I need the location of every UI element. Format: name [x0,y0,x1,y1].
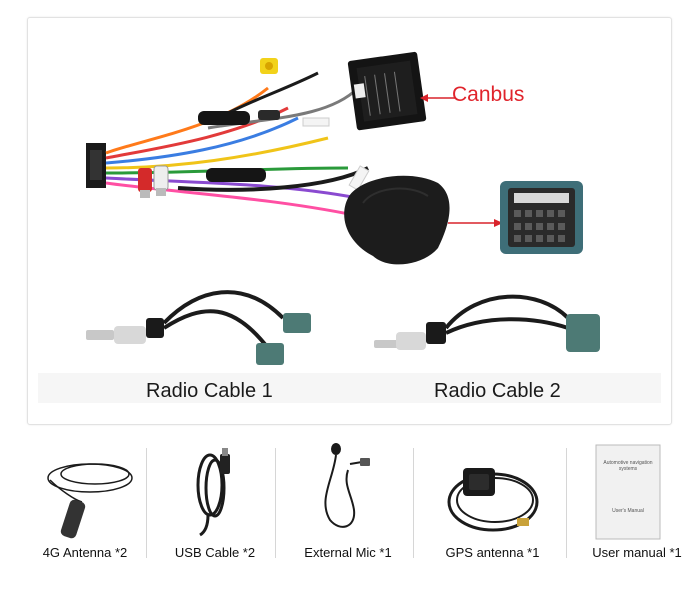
external-mic-icon [324,443,370,528]
connector-plug-icon [500,181,583,254]
usb-cable-label: USB Cable *2 [174,545,256,560]
gps-antenna-icon [447,468,539,532]
4g-antenna-label: 4G Antenna *2 [42,545,128,560]
usb-cable-icon [196,448,230,537]
harness-panel: Canbus Radio Cable 1 Radio Cable 2 [27,17,672,425]
gps-antenna-label: GPS antenna *1 [445,545,540,560]
wiring-harness-icon [86,58,370,220]
user-manual-label: User manual *1 [592,545,682,560]
radio-cable-2-icon [374,294,600,352]
accessory-external-mic: External Mic *1 [288,440,408,580]
accessory-4g-antenna: 4G Antenna *2 [20,440,150,580]
manual-title: Automotive navigation systems [603,460,653,472]
accessory-usb-cable: USB Cable *2 [160,440,270,580]
external-mic-label: External Mic *1 [304,545,392,560]
divider [413,448,414,558]
radio-cable-1-label: Radio Cable 1 [146,380,273,402]
foam-connector-icon [344,175,450,265]
wiring-harness-illustration [38,51,661,403]
radio-cable-1-icon [86,290,311,365]
canbus-box-icon [347,51,427,131]
accessory-user-manual: Automotive navigation systems User's Man… [582,440,692,580]
4g-antenna-icon [47,463,133,539]
canbus-label: Canbus [452,83,525,106]
divider [275,448,276,558]
accessories-strip: 4G Antenna *2 USB Cable *2 External Mic … [0,440,700,580]
radio-cable-2-label: Radio Cable 2 [434,380,561,402]
divider [566,448,567,558]
user-manual-icon [595,444,661,540]
divider [146,448,147,558]
manual-subtitle: User's Manual [612,508,644,514]
accessory-gps-antenna: GPS antenna *1 [425,440,560,580]
